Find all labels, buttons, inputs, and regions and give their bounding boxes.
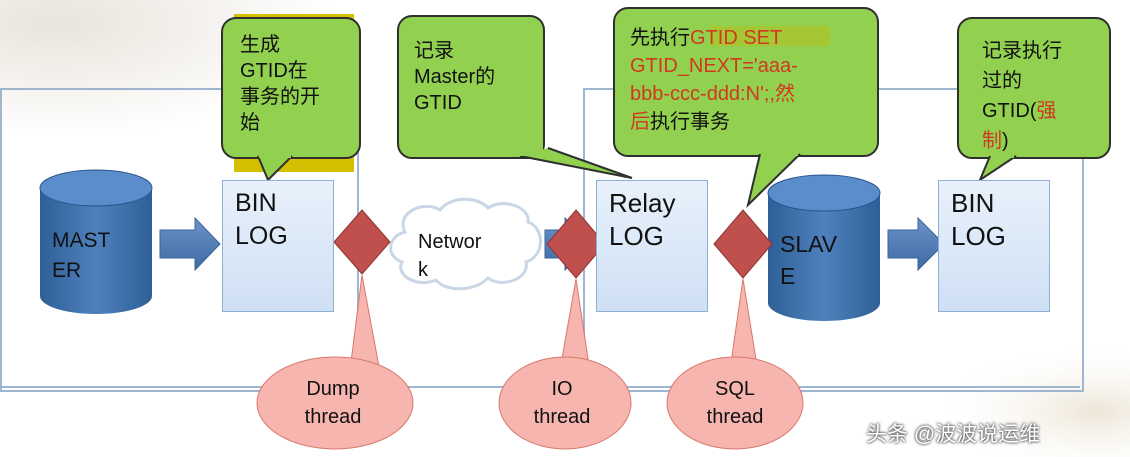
- io-diamond: [546, 209, 606, 279]
- callout-4-strong: 强 制: [982, 100, 1057, 152]
- dump-thread-label: Dump thread: [304, 378, 362, 428]
- sql-thread-label: SQL thread: [706, 378, 764, 428]
- callout-2-shape: [397, 15, 633, 179]
- callout-3-prefix: 先执行: [630, 27, 690, 49]
- callout-1-text: 生成 GTID在 事务的开 始: [240, 34, 320, 134]
- callout-3-shape: [613, 7, 879, 209]
- slave-cylinder: [767, 174, 881, 321]
- arrow-master-to-binlog: [159, 216, 221, 272]
- dump-thread-bubble: [256, 274, 414, 450]
- callout-4-shape: [957, 17, 1111, 183]
- callout-3-suffix: 执行事务: [650, 111, 730, 133]
- master-label: MAST ER: [52, 229, 111, 282]
- bin-log-box-slave: BIN LOG: [938, 180, 1050, 312]
- io-thread-bubble: [498, 278, 632, 450]
- sql-diamond: [713, 209, 773, 279]
- watermark: 头条 @波波说运维: [866, 423, 1041, 446]
- callout-3-code: GTID SET GTID_NEXT='aaa- bbb-ccc-ddd:N';…: [630, 27, 798, 105]
- relay-log-box: Relay LOG: [596, 180, 708, 312]
- callout-1-shape: [221, 17, 361, 182]
- slave-label: SLAV E: [780, 231, 838, 289]
- network-cloud: [389, 197, 542, 291]
- arrow-slave-to-binlog: [887, 216, 945, 272]
- network-label: Networ k: [418, 231, 482, 281]
- callout-3-hou: 后: [630, 111, 650, 133]
- dump-diamond: [333, 209, 391, 275]
- callout-4-suffix: ): [1002, 130, 1009, 152]
- callout-2-text: 记录 Master的 GTID: [414, 40, 496, 114]
- callout-3-code-highlight: [710, 26, 830, 46]
- io-thread-label: IO thread: [533, 378, 591, 428]
- bin-log-box-master: BIN LOG: [222, 180, 334, 312]
- sql-thread-bubble: [666, 278, 804, 450]
- callout-4-prefix: 记录执行 过的 GTID(: [982, 40, 1062, 122]
- callout-3-text: 先执行GTID SET GTID_NEXT='aaa- bbb-ccc-ddd:…: [630, 24, 875, 136]
- callout-4-text: 记录执行 过的 GTID(强 制): [982, 36, 1102, 156]
- master-cylinder: [39, 169, 153, 314]
